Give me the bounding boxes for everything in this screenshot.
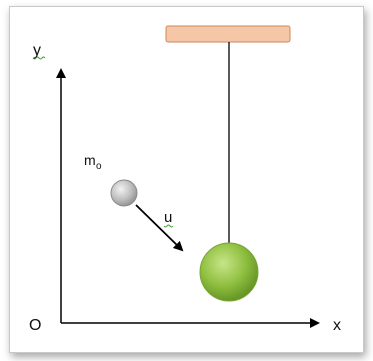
- velocity-label-squiggle: [163, 224, 174, 228]
- mass-subscript: o: [96, 161, 102, 172]
- pendulum-ball: [199, 242, 259, 302]
- velocity-label: u: [164, 209, 172, 226]
- y-axis-label: y: [33, 42, 41, 59]
- y-label-squiggle: [32, 56, 46, 60]
- mass-label: m: [84, 152, 96, 168]
- projectile-ball: [110, 179, 138, 207]
- pendulum-support: [165, 25, 291, 43]
- velocity-arrow: [135, 204, 184, 252]
- origin-label: O: [29, 317, 41, 334]
- diagram-frame: [9, 6, 364, 353]
- x-axis-label: x: [333, 317, 341, 334]
